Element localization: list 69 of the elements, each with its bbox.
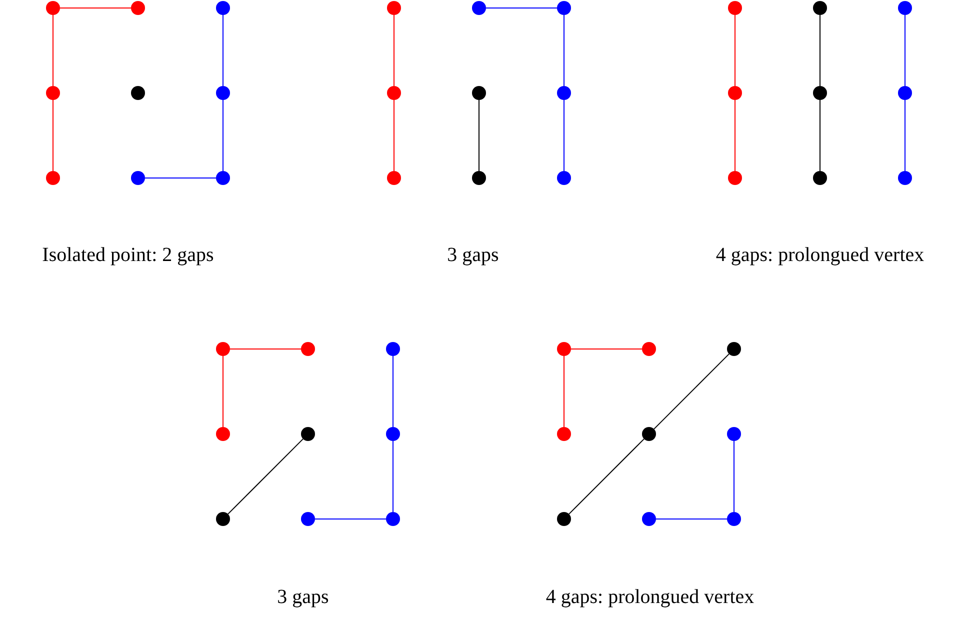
connector-line — [52, 100, 54, 172]
dot — [46, 86, 60, 100]
connector-line — [392, 356, 394, 428]
dot — [898, 1, 912, 15]
dot — [898, 86, 912, 100]
dot — [642, 342, 656, 356]
dot — [642, 512, 656, 526]
connector-line — [734, 100, 736, 172]
dot — [216, 427, 230, 441]
dot — [301, 512, 315, 526]
dot — [216, 86, 230, 100]
dot — [472, 86, 486, 100]
dot — [216, 512, 230, 526]
panel-caption: 4 gaps: prolongued vertex — [546, 586, 754, 609]
dot — [386, 427, 400, 441]
connector-line — [904, 100, 906, 172]
dot — [557, 512, 571, 526]
connector-line — [222, 100, 224, 172]
dot — [387, 171, 401, 185]
connector-line — [568, 438, 645, 515]
connector-line — [314, 518, 386, 520]
dot — [131, 1, 145, 15]
dot — [131, 171, 145, 185]
dot — [46, 1, 60, 15]
dot — [727, 427, 741, 441]
dot — [728, 171, 742, 185]
dot — [813, 86, 827, 100]
panel-caption: 3 gaps — [447, 244, 499, 267]
panel-caption: 3 gaps — [277, 586, 329, 609]
dot — [472, 1, 486, 15]
dot — [216, 1, 230, 15]
connector-line — [904, 14, 906, 86]
panel-caption: 4 gaps: prolongued vertex — [716, 244, 924, 267]
connector-line — [222, 356, 224, 428]
dot — [472, 171, 486, 185]
dot — [642, 427, 656, 441]
connector-line — [52, 14, 54, 86]
dot — [557, 342, 571, 356]
connector-line — [734, 14, 736, 86]
connector-line — [570, 348, 642, 350]
dot — [386, 512, 400, 526]
dot — [387, 1, 401, 15]
dot — [557, 427, 571, 441]
connector-line — [222, 14, 224, 86]
dot — [46, 171, 60, 185]
dot — [387, 86, 401, 100]
connector-line — [656, 518, 728, 520]
dot — [386, 342, 400, 356]
dot — [301, 427, 315, 441]
dot — [216, 342, 230, 356]
panel-caption: Isolated point: 2 gaps — [42, 244, 214, 267]
dot — [216, 171, 230, 185]
connector-line — [653, 353, 730, 430]
dot — [813, 171, 827, 185]
connector-line — [227, 438, 304, 515]
dot — [557, 86, 571, 100]
connector-line — [230, 348, 302, 350]
dot — [727, 342, 741, 356]
dot — [728, 1, 742, 15]
dot — [728, 86, 742, 100]
dot — [131, 86, 145, 100]
dot — [557, 1, 571, 15]
dot — [301, 342, 315, 356]
dot — [813, 1, 827, 15]
connector-line — [392, 440, 394, 512]
connector-line — [478, 100, 480, 172]
dot — [898, 171, 912, 185]
dot — [557, 171, 571, 185]
dot — [727, 512, 741, 526]
